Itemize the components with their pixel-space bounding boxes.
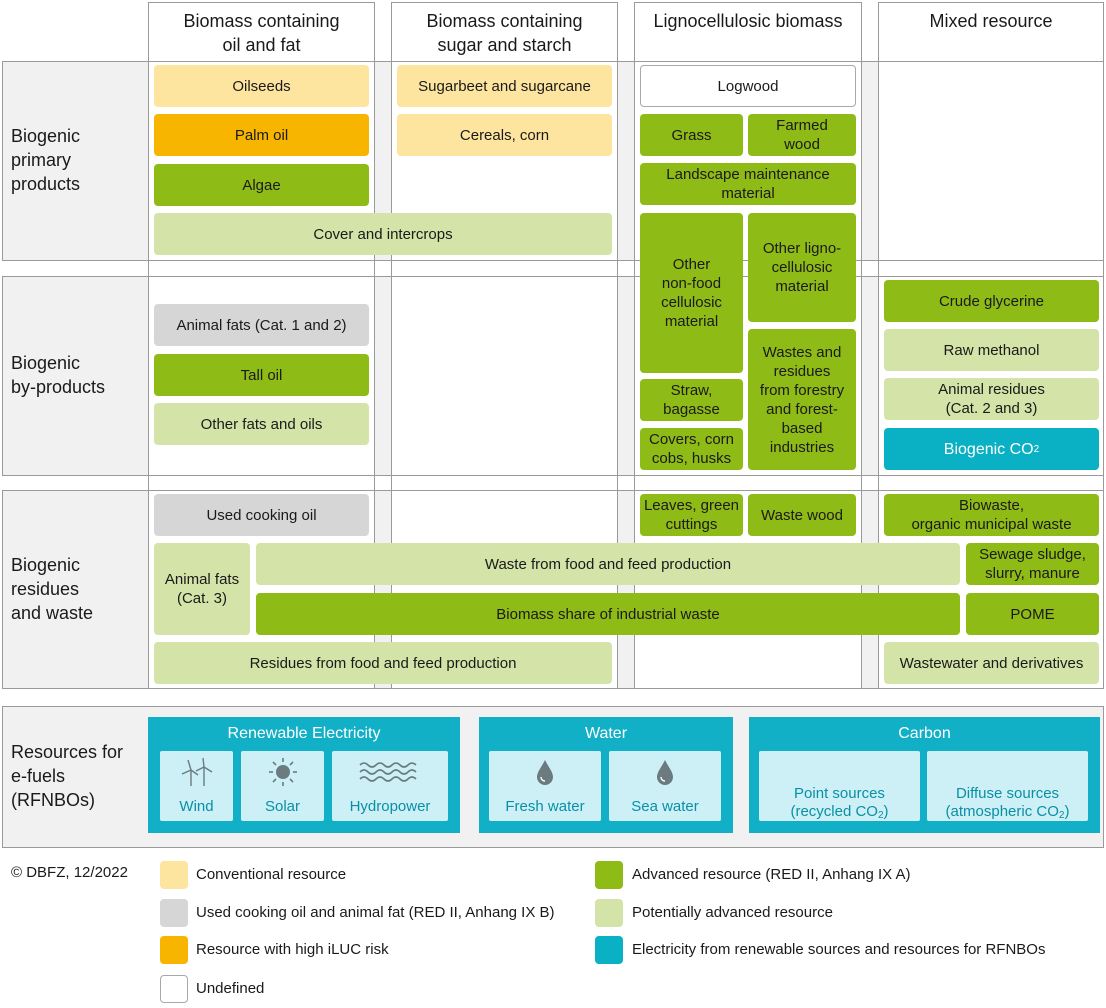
box-covers-corn-cobs: Covers, corn cobs, husks	[640, 428, 743, 470]
resource-item-sea-water-label: Sea water	[631, 798, 699, 815]
column-header-sugar-label: Biomass containing sugar and starch	[426, 11, 583, 55]
box-animal-residues: Animal residues (Cat. 2 and 3)	[884, 378, 1099, 420]
diffuse-sources-tail: )	[1064, 803, 1070, 820]
legend-label-conventional: Conventional resource	[196, 866, 347, 883]
resource-item-wind: Wind	[160, 751, 233, 821]
box-grass: Grass	[640, 114, 743, 156]
box-waste-food-feed: Waste from food and feed production	[256, 543, 960, 585]
resource-item-fresh-water-label: Fresh water	[505, 798, 585, 815]
box-landscape-maintenance: Landscape maintenance material	[640, 163, 856, 205]
box-algae: Algae	[154, 164, 369, 206]
resource-item-diffuse-sources-label: Diffuse sources (atmospheric CO2)	[927, 767, 1088, 825]
water-drop-icon	[609, 757, 721, 787]
resource-group-electricity: Renewable Electricity Wind	[148, 717, 460, 833]
legend-swatch-potentially-advanced	[595, 899, 623, 927]
box-animal-fats-cat3: Animal fats (Cat. 3)	[154, 543, 250, 635]
box-leaves-green-cuttings: Leaves, green cuttings	[640, 494, 743, 536]
legend-label-rfnbo: Electricity from renewable sources and r…	[632, 941, 1046, 958]
row-separator-top-residues	[2, 490, 1104, 491]
legend-label-iluc: Resource with high iLUC risk	[196, 941, 389, 958]
legend-label-advanced: Advanced resource (RED II, Anhang IX A)	[632, 866, 911, 883]
box-wastes-forestry: Wastes and residues from forestry and fo…	[748, 329, 856, 470]
legend-swatch-uco	[160, 899, 188, 927]
column-header-oil-label: Biomass containing oil and fat	[183, 11, 340, 55]
resource-item-solar-label: Solar	[264, 798, 301, 815]
box-raw-methanol: Raw methanol	[884, 329, 1099, 371]
resource-item-hydropower-label: Hydropower	[349, 798, 431, 815]
resource-item-sea-water: Sea water	[609, 751, 721, 821]
legend-swatch-iluc	[160, 936, 188, 964]
resource-item-diffuse-sources: Diffuse sources (atmospheric CO2)	[927, 751, 1088, 821]
resource-group-carbon: Carbon Point sources (recycled CO2) Diff…	[749, 717, 1100, 833]
box-other-fats-oils: Other fats and oils	[154, 403, 369, 445]
row-separator-bottom-primary	[2, 260, 1104, 261]
resource-item-hydropower: Hydropower	[332, 751, 448, 821]
box-cereals: Cereals, corn	[397, 114, 612, 156]
row-label-primary: Biogenic primary products	[11, 126, 81, 194]
column-header-sugar: Biomass containing sugar and starch	[391, 2, 618, 62]
box-crude-glycerine: Crude glycerine	[884, 280, 1099, 322]
row-label-byproducts: Biogenic by-products	[11, 353, 106, 397]
box-biogenic-co2-subscript: 2	[1033, 443, 1040, 455]
column-header-mixed: Mixed resource	[878, 2, 1104, 62]
column-header-oil: Biomass containing oil and fat	[148, 2, 375, 62]
box-palm-oil: Palm oil	[154, 114, 369, 156]
legend-swatch-undefined	[160, 975, 188, 1003]
resource-group-water: Water Fresh water Sea water	[479, 717, 733, 833]
row-separator-top-byproducts	[2, 276, 1104, 277]
row-separator-bottom-residues	[2, 688, 1104, 689]
box-wastewater-derivatives: Wastewater and derivatives	[884, 642, 1099, 684]
box-residues-food-feed: Residues from food and feed production	[154, 642, 612, 684]
legend-label-uco: Used cooking oil and animal fat (RED II,…	[196, 904, 555, 921]
box-oilseeds: Oilseeds	[154, 65, 369, 107]
box-other-nonfood-cellulosic: Other non-food cellulosic material	[640, 213, 743, 373]
box-sewage-sludge: Sewage sludge, slurry, manure	[966, 543, 1099, 585]
legend-swatch-advanced	[595, 861, 623, 889]
resource-group-electricity-title: Renewable Electricity	[227, 725, 381, 742]
box-straw-bagasse: Straw, bagasse	[640, 379, 743, 421]
sun-icon	[241, 757, 324, 787]
column-header-ligno: Lignocellulosic biomass	[634, 2, 862, 62]
box-tall-oil: Tall oil	[154, 354, 369, 396]
box-biogenic-co2-label: Biogenic CO	[943, 440, 1034, 458]
legend-swatch-conventional	[160, 861, 188, 889]
box-other-lignocellulosic: Other ligno- cellulosic material	[748, 213, 856, 322]
box-cover-intercrops: Cover and intercrops	[154, 213, 612, 255]
resource-item-wind-label: Wind	[179, 798, 214, 815]
point-sources-text: Point sources (recycled CO	[790, 785, 885, 820]
resource-item-fresh-water: Fresh water	[489, 751, 601, 821]
point-sources-subscript: 2	[877, 810, 884, 821]
box-pome: POME	[966, 593, 1099, 635]
wind-turbine-icon	[160, 757, 233, 787]
diffuse-sources-subscript: 2	[1058, 810, 1065, 821]
legend-swatch-rfnbo	[595, 936, 623, 964]
box-sugarbeet: Sugarbeet and sugarcane	[397, 65, 612, 107]
box-waste-wood: Waste wood	[748, 494, 856, 536]
diffuse-sources-text: Diffuse sources (atmospheric CO	[945, 785, 1060, 820]
resource-item-point-sources: Point sources (recycled CO2)	[759, 751, 920, 821]
box-used-cooking-oil: Used cooking oil	[154, 494, 369, 536]
legend-label-potentially-advanced: Potentially advanced resource	[632, 904, 833, 921]
copyright: © DBFZ, 12/2022	[11, 864, 128, 881]
row-label-residues: Biogenic residues and waste	[11, 555, 94, 623]
legend-label-undefined: Undefined	[196, 980, 265, 997]
box-biomass-share-industrial: Biomass share of industrial waste	[256, 593, 960, 635]
box-biowaste: Biowaste, organic municipal waste	[884, 494, 1099, 536]
column-header-mixed-label: Mixed resource	[929, 11, 1053, 31]
waves-icon	[332, 757, 448, 787]
row-separator-bottom-byproducts	[2, 475, 1104, 476]
column-header-ligno-label: Lignocellulosic biomass	[653, 11, 843, 31]
resources-label: Resources for e-fuels (RFNBOs)	[11, 742, 124, 810]
resource-group-water-title: Water	[584, 725, 628, 742]
water-drop-icon	[489, 757, 601, 787]
resource-group-carbon-title: Carbon	[898, 725, 951, 742]
point-sources-tail: )	[883, 803, 889, 820]
box-animal-fats-cat12: Animal fats (Cat. 1 and 2)	[154, 304, 369, 346]
box-farmed-wood: Farmed wood	[748, 114, 856, 156]
resource-item-solar: Solar	[241, 751, 324, 821]
box-logwood: Logwood	[640, 65, 856, 107]
resource-item-point-sources-label: Point sources (recycled CO2)	[759, 767, 920, 825]
